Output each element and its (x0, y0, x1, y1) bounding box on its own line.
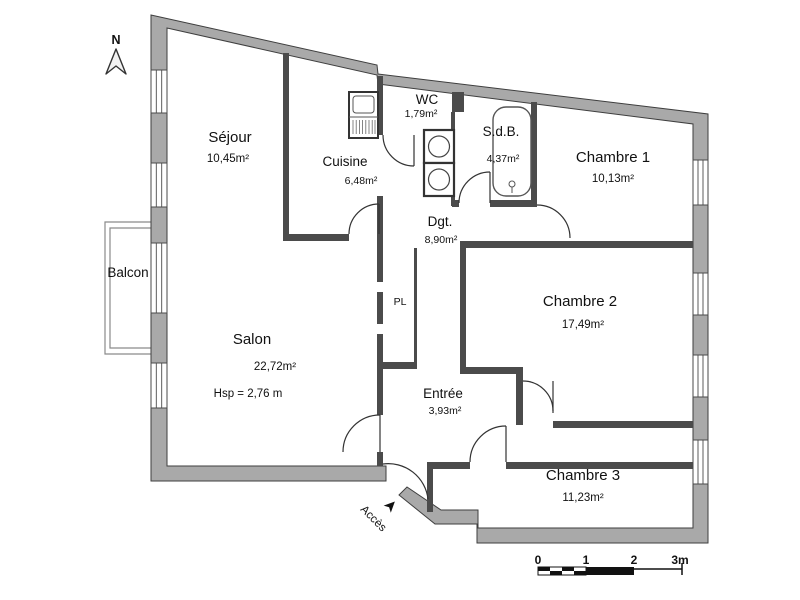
window-chambre2-1 (692, 272, 709, 316)
windows-left-wall (150, 69, 168, 409)
room-area-wc: 1,79m² (405, 108, 438, 120)
doors (342, 134, 571, 500)
wall-cuisine-wc (377, 76, 383, 135)
door-wc (382, 134, 415, 167)
room-area-entree: 3,93m² (429, 405, 462, 417)
balcony-door-window (150, 242, 168, 314)
wall-entree-chambre2-v (516, 367, 523, 425)
washer-column (422, 128, 456, 198)
wall-pl-front-1 (377, 241, 383, 282)
wall-cuisine-salon (283, 234, 349, 241)
room-ceiling-height-salon: Hsp = 2,76 m (214, 388, 283, 400)
door-sdb (458, 171, 491, 204)
scale-bar: 0 1 2 3m (535, 553, 689, 576)
room-name-chambre3: Chambre 3 (546, 467, 620, 484)
room-name-cuisine: Cuisine (322, 154, 367, 169)
wall-entree-chambre2-h (460, 367, 523, 374)
access-indicator: ➤ Accès (358, 495, 402, 534)
door-cuisine (348, 203, 380, 235)
room-area-chambre3: 11,23m² (562, 492, 604, 504)
room-name-sejour: Séjour (208, 129, 251, 146)
room-name-salon: Salon (233, 331, 271, 348)
wall-sdb-bottom-left (452, 200, 459, 207)
window-sejour-2 (150, 162, 168, 208)
north-label: N (111, 33, 120, 47)
room-name-chambre1: Chambre 1 (576, 149, 650, 166)
closet-label: PL (394, 296, 407, 308)
access-arrow-icon: ➤ (380, 495, 402, 517)
wall-chambre3-left (427, 462, 433, 512)
wall-chambre3-top-left (427, 462, 470, 469)
wall-sdb-chambre1 (531, 102, 537, 205)
scale-tick-0: 0 (535, 553, 542, 567)
wall-salon-entree-upper (377, 369, 383, 415)
room-labels: Balcon Séjour 10,45m² Cuisine 6,48m² WC … (107, 92, 650, 504)
wall-dgt-chambre2 (460, 241, 693, 248)
wall-chambre2-left (460, 241, 466, 374)
window-chambre2-2 (692, 354, 709, 398)
wall-pl-front-2 (377, 292, 383, 324)
scale-tick-2: 2 (631, 553, 638, 567)
door-chambre2 (522, 380, 554, 413)
wall-cuisine-dgt (377, 196, 383, 241)
room-area-sdb: 4,37m² (487, 153, 520, 165)
wall-pl-bottom (377, 362, 417, 369)
kitchen-sink (348, 91, 379, 139)
room-area-dgt: 8,90m² (425, 234, 458, 246)
bathtub (492, 106, 532, 197)
wall-wc-sdb-pillar (452, 92, 464, 112)
room-name-wc: WC (416, 92, 439, 107)
wall-wc-sdb-thin (451, 112, 455, 132)
wall-sejour-cuisine (283, 53, 289, 240)
wall-salon-entree-stub (377, 452, 383, 466)
balcony-label: Balcon (107, 265, 148, 280)
interior-walls (283, 53, 693, 512)
room-name-sdb: S.d.B. (483, 124, 520, 139)
wall-chambre2-chambre3 (553, 421, 693, 428)
room-name-dgt: Dgt. (428, 214, 453, 229)
room-name-entree: Entrée (423, 386, 463, 401)
scale-tick-1: 1 (583, 553, 590, 567)
window-salon (150, 362, 168, 409)
balcony-outer-line (104, 221, 151, 355)
door-chambre1 (536, 204, 571, 239)
outer-walls (150, 14, 709, 544)
room-area-sejour: 10,45m² (207, 153, 249, 165)
scale-tick-3: 3m (671, 553, 688, 567)
wall-pl-right (414, 248, 417, 362)
room-area-salon: 22,72m² (254, 361, 296, 373)
window-chambre1 (692, 159, 709, 206)
wall-sdb-bottom-right (490, 200, 537, 207)
door-chambre3 (469, 425, 507, 463)
wall-chambre3-top-right (506, 462, 693, 469)
scale-segment-solid (586, 567, 634, 575)
north-arrow-icon (105, 48, 127, 75)
door-salon (342, 414, 381, 453)
north-indicator: N (105, 33, 127, 75)
room-area-chambre2: 17,49m² (562, 319, 604, 331)
room-name-chambre2: Chambre 2 (543, 293, 617, 310)
balcony-outline (104, 221, 151, 355)
window-sejour-1 (150, 69, 168, 114)
room-area-cuisine: 6,48m² (345, 175, 378, 187)
wall-pl-front-3 (377, 334, 383, 364)
room-area-chambre1: 10,13m² (592, 173, 634, 185)
door-entrance (382, 463, 429, 500)
balcony-inner-line (109, 227, 151, 349)
window-chambre3 (692, 439, 709, 485)
